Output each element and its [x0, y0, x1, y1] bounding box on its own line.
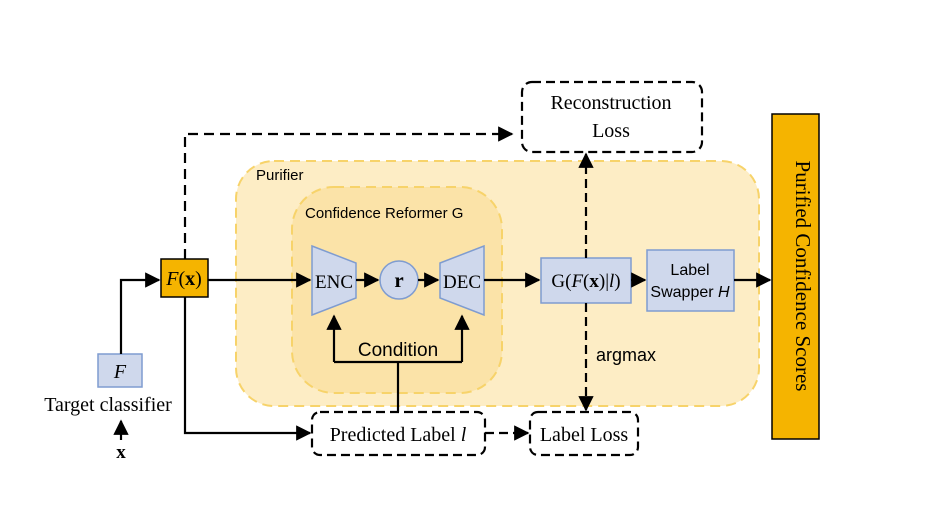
reconstruction-loss-line1: Reconstruction	[550, 92, 671, 114]
reconstruction-loss-line2: Loss	[592, 120, 630, 142]
confidence-reformer-label: Confidence Reformer G	[305, 205, 463, 222]
label-swapper-box	[646, 249, 735, 312]
decoder-label: DEC	[443, 272, 481, 293]
confidence-vector-box	[160, 258, 209, 298]
target-classifier-box	[97, 353, 143, 388]
reconstruction-path-line	[183, 126, 514, 259]
label-loss-box	[528, 410, 640, 457]
purified-confidence-scores-bar	[771, 113, 820, 440]
reformed-confidence-box	[540, 257, 632, 304]
condition-label: Condition	[358, 340, 438, 361]
reformed-confidence-label: G(F(x)|l)	[551, 271, 620, 292]
predicted-label-text: Predicted Label l	[330, 424, 467, 446]
label-swapper-line1: Label	[670, 262, 709, 279]
purified-confidence-scores-label: Purified Confidence Scores	[791, 161, 815, 392]
confidence-vector-label: F(x)	[165, 268, 202, 290]
purifier-label: Purifier	[256, 167, 304, 184]
input-x: x	[116, 442, 126, 463]
confidence-to-predicted-label-arrow	[183, 297, 312, 441]
argmax-label: argmax	[596, 345, 656, 365]
reconstruction-loss-box	[520, 80, 704, 154]
classifier-to-confidence-arrow	[119, 272, 161, 354]
encoder-label: ENC	[315, 272, 353, 293]
latent-r-label: r	[394, 268, 403, 292]
encoder-block	[311, 244, 357, 317]
target-classifier-symbol: F	[113, 361, 127, 383]
label-loss-text: Label Loss	[540, 424, 629, 446]
decoder-block	[439, 244, 485, 317]
label-swapper-line2: Swapper H	[650, 284, 730, 301]
target-classifier-label: Target classifier	[44, 394, 172, 416]
